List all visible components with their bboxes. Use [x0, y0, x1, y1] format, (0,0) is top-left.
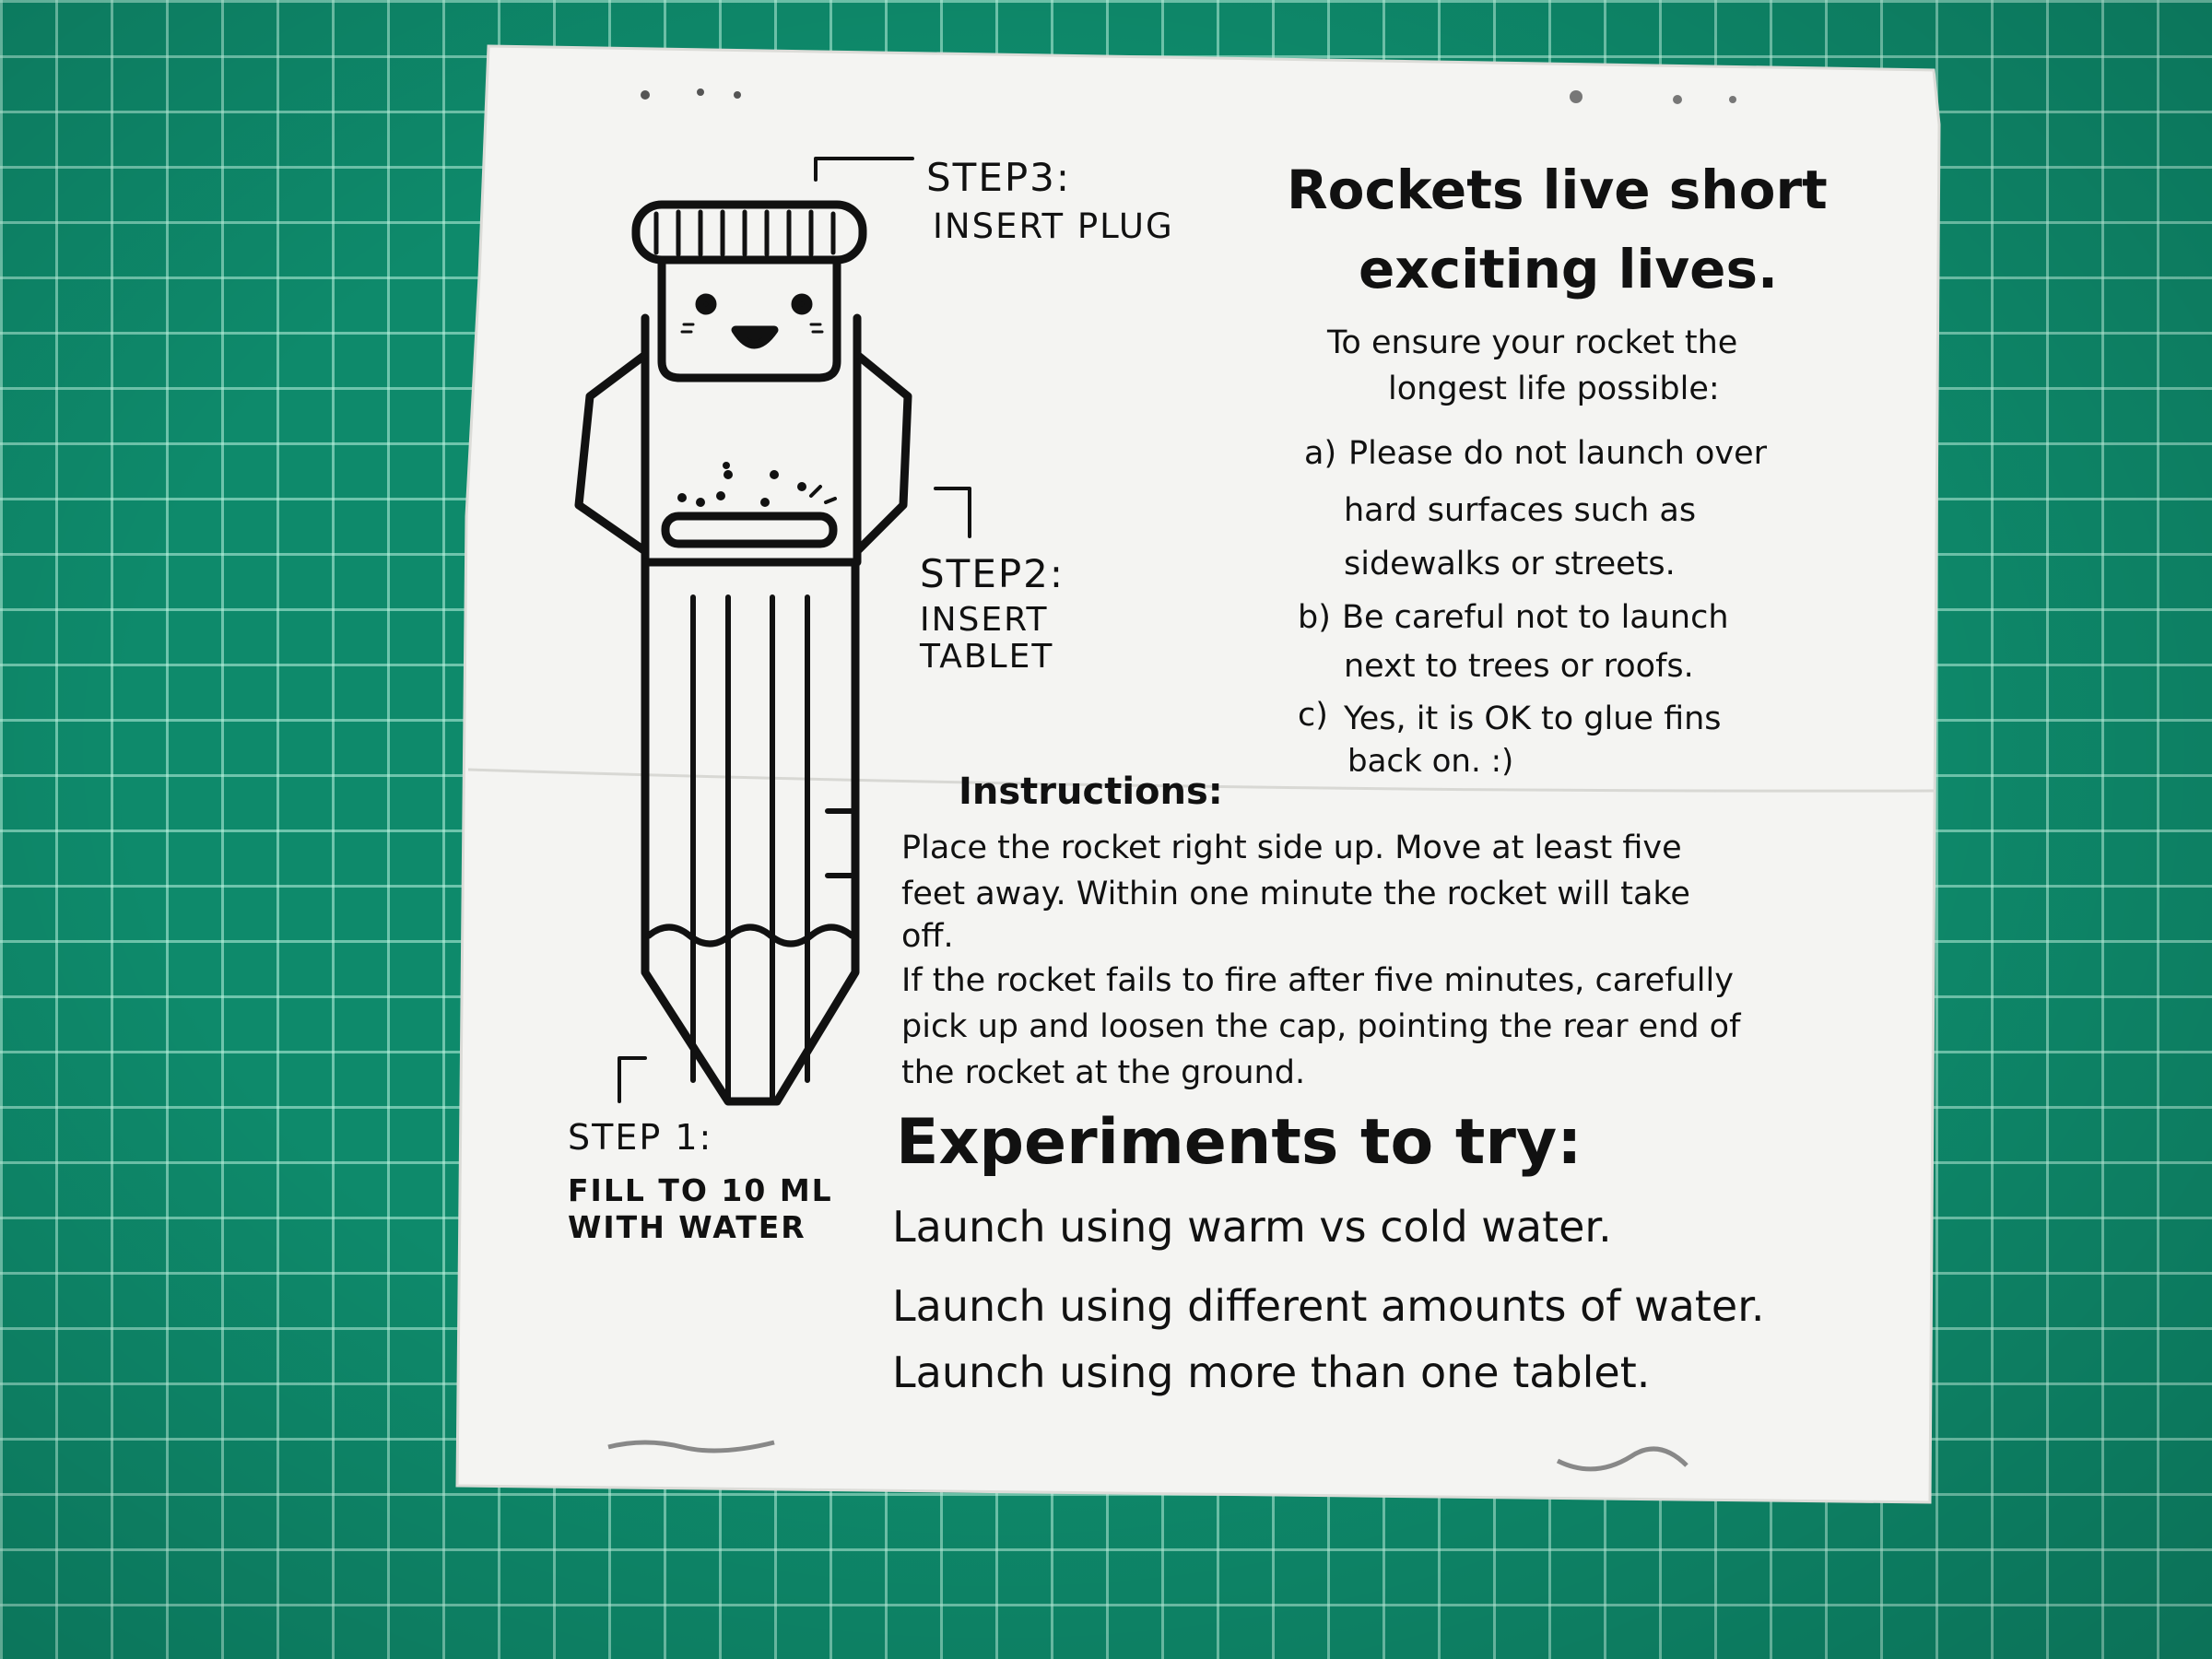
experiment-item: Launch using different amounts of water.: [892, 1281, 1765, 1331]
staple-hole: [641, 90, 650, 100]
experiments-heading: Experiments to try:: [896, 1106, 1583, 1179]
instructions-line6: the rocket at the ground.: [901, 1054, 1306, 1091]
intro-line2: longest life possible:: [1388, 371, 1720, 407]
face-eye-right: [791, 293, 813, 315]
step1-action-line2: WITH WATER: [568, 1209, 806, 1245]
fizz-bubbles: [677, 462, 806, 507]
tip-b-marker: b): [1298, 599, 1331, 636]
instructions-line5: pick up and loosen the cap, pointing the…: [901, 1008, 1741, 1045]
tip-b-line1: Be careful not to launch: [1342, 599, 1729, 636]
step2-label: STEP2:: [920, 551, 1065, 596]
instructions-line1: Place the rocket right side up. Move at …: [901, 830, 1682, 866]
step3-action: INSERT PLUG: [933, 206, 1174, 246]
instructions-heading: Instructions:: [959, 771, 1223, 813]
step1-label: STEP 1:: [568, 1117, 713, 1158]
tip-c-line1: Yes, it is OK to glue fins: [1344, 700, 1722, 737]
step3-label: STEP3:: [926, 155, 1072, 200]
rocket-cap: [631, 200, 867, 265]
step2-bracket: [934, 487, 971, 538]
experiment-item: Launch using more than one tablet.: [892, 1347, 1651, 1397]
instructions-line3: off.: [901, 918, 954, 955]
face-smile: [731, 325, 779, 349]
tip-a-line2: hard surfaces such as: [1344, 492, 1697, 529]
tip-c-marker: c): [1298, 697, 1328, 734]
page-title-line2: exciting lives.: [1359, 238, 1779, 300]
face-eye-left: [695, 293, 717, 315]
tip-b-line2: next to trees or roofs.: [1344, 648, 1694, 685]
tablet: [661, 512, 838, 548]
instructions-line2: feet away. Within one minute the rocket …: [901, 876, 1690, 912]
step2-action-line2: TABLET: [920, 638, 1054, 676]
tip-a-line3: sidewalks or streets.: [1344, 546, 1676, 582]
step1-action-line1: FILL TO 10 ML: [568, 1172, 833, 1208]
tip-a-marker: a): [1304, 435, 1337, 472]
step2-action-line1: INSERT: [920, 601, 1049, 639]
page-title-line1: Rockets live short: [1287, 159, 1828, 221]
step3-bracket: [814, 157, 914, 182]
water-line: [645, 924, 855, 947]
step1-bracket: [618, 1056, 647, 1103]
tip-a-line1: Please do not launch over: [1348, 435, 1768, 472]
intro-line1: To ensure your rocket the: [1327, 324, 1738, 361]
instructions-line4: If the rocket fails to fire after five m…: [901, 962, 1734, 999]
tear-mark: [607, 1440, 775, 1453]
experiment-item: Launch using warm vs cold water.: [892, 1202, 1612, 1252]
tip-c-line2: back on. :): [1347, 743, 1514, 780]
